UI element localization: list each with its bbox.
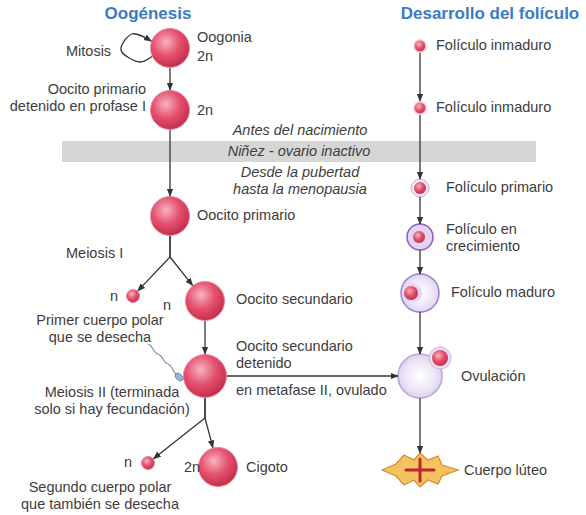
stage-label: Folículo maduro	[451, 284, 585, 301]
node-outline	[411, 179, 429, 197]
cell-label: Segundo cuerpo polar que también se dese…	[19, 479, 181, 513]
oocyte-cell: nOocito secundario	[185, 281, 225, 321]
zygote-cell: 2nCigoto	[198, 447, 238, 487]
corpus-luteum-shape	[382, 453, 458, 487]
cell-label: Oocito primario detenido en profase I	[1, 81, 146, 115]
oocyte-cell: Oocito primario	[150, 196, 190, 236]
node-outline	[407, 224, 433, 250]
arrow-connector	[204, 321, 205, 354]
cell-label: en metafase II, ovulado	[236, 382, 406, 399]
arrow-connector	[419, 197, 420, 224]
follicle-stage: Folículo en crecimiento	[407, 224, 433, 250]
cell-label: Cigoto	[246, 459, 346, 476]
arrow-connector	[419, 398, 420, 453]
follicle-stage: Folículo inmaduro	[413, 101, 427, 115]
sperm-illustration	[148, 344, 184, 382]
period-band: Niñez - ovario inactivo	[62, 141, 536, 162]
corpus-luteum: Cuerpo lúteo	[382, 453, 458, 487]
follicle-oocyte	[404, 286, 418, 300]
edge-label: Mitosis	[66, 43, 126, 60]
stage-label: Folículo primario	[446, 179, 584, 196]
arrow-connector	[121, 34, 152, 62]
node-outline	[413, 101, 427, 115]
released-oocyte	[432, 350, 448, 366]
follicle-wall	[401, 274, 439, 312]
follicle-wall	[411, 179, 429, 197]
follicle-cumulus	[429, 347, 451, 369]
follicle-oocyte	[413, 231, 425, 243]
band-label: Niñez - ovario inactivo	[62, 141, 536, 162]
node-outline	[401, 274, 439, 312]
ploidy-label: 2n	[197, 102, 237, 119]
follicle-stage: Folículo inmaduro	[413, 39, 427, 53]
period-note: Desde la pubertad hasta la menopausia	[227, 164, 373, 198]
follicle-stage: Ovulación	[398, 354, 442, 398]
column-heading: Desarrollo del folículo	[390, 4, 586, 24]
cell-label: Oogonia	[197, 29, 297, 46]
cell-circle	[151, 197, 190, 236]
node-outline	[141, 456, 155, 470]
polar-body: nPrimer cuerpo polar que se desecha	[126, 289, 140, 303]
cell-circle	[184, 355, 227, 398]
cell-circle	[199, 448, 238, 487]
follicle-wall	[407, 224, 433, 250]
polar-body: nSegundo cuerpo polar que también se des…	[141, 456, 155, 470]
node-outline	[126, 289, 140, 303]
sperm-head	[174, 372, 185, 383]
stage-label: Folículo en crecimiento	[446, 221, 546, 255]
oogonia-cell: Oogonia2n	[150, 28, 190, 68]
node-outline	[382, 453, 458, 487]
node-outline	[185, 281, 225, 321]
cell-label: Oocito secundario detenido	[236, 338, 366, 372]
arrow-connector	[419, 312, 420, 354]
node-outline	[413, 39, 427, 53]
cell-label: Oocito secundario	[236, 291, 396, 308]
arrow-connector	[170, 236, 193, 285]
oocyte-cell: Oocito secundario detenidoen metafase II…	[183, 354, 227, 398]
cell-circle	[127, 290, 140, 303]
follicle-oocyte	[414, 40, 426, 52]
follicle-oocyte	[414, 102, 426, 114]
follicle-cumulus	[402, 283, 422, 303]
node-outline	[150, 196, 190, 236]
node-outline	[398, 354, 442, 398]
cell-circle	[186, 282, 225, 321]
node-outline	[183, 354, 227, 398]
stage-label: Ovulación	[461, 368, 585, 385]
arrow-connector	[138, 236, 170, 291]
follicle-oocyte	[414, 182, 426, 194]
ploidy-label: 2n	[197, 48, 237, 65]
process-label: Meiosis II (terminada solo si hay fecund…	[32, 384, 192, 418]
arrow-connector	[169, 68, 170, 90]
ploidy-label: n	[110, 288, 126, 305]
node-outline	[150, 90, 190, 130]
stage-label: Folículo inmaduro	[436, 37, 584, 54]
process-label: Meiosis I	[66, 245, 146, 262]
follicle-stage: Folículo primario	[411, 179, 429, 197]
column-heading: Oogénesis	[48, 4, 248, 24]
arrow-connector	[419, 250, 420, 274]
oocyte-cell: Oocito primario detenido en profase I2n	[150, 90, 190, 130]
cell-circle	[151, 29, 190, 68]
node-outline	[198, 447, 238, 487]
period-note: Antes del nacimiento	[200, 122, 400, 139]
arrow-connector	[419, 53, 420, 101]
stage-label: Cuerpo lúteo	[464, 462, 584, 479]
node-outline	[150, 28, 190, 68]
cell-circle	[151, 91, 190, 130]
ploidy-label: n	[124, 454, 140, 471]
cell-circle	[142, 457, 155, 470]
arrow-connector	[227, 375, 398, 376]
corpus-luteum-cross	[406, 459, 434, 481]
ploidy-label: n	[163, 297, 179, 314]
cell-label: Oocito primario	[197, 207, 347, 224]
arrow-connector	[169, 130, 170, 196]
stage-label: Folículo inmaduro	[436, 99, 584, 116]
arrow-connector	[205, 398, 213, 448]
cell-label: Primer cuerpo polar que se desecha	[30, 312, 170, 346]
ploidy-label: 2n	[184, 459, 214, 476]
sperm-tail	[148, 344, 176, 374]
follicle-stage: Folículo maduro	[401, 274, 439, 312]
